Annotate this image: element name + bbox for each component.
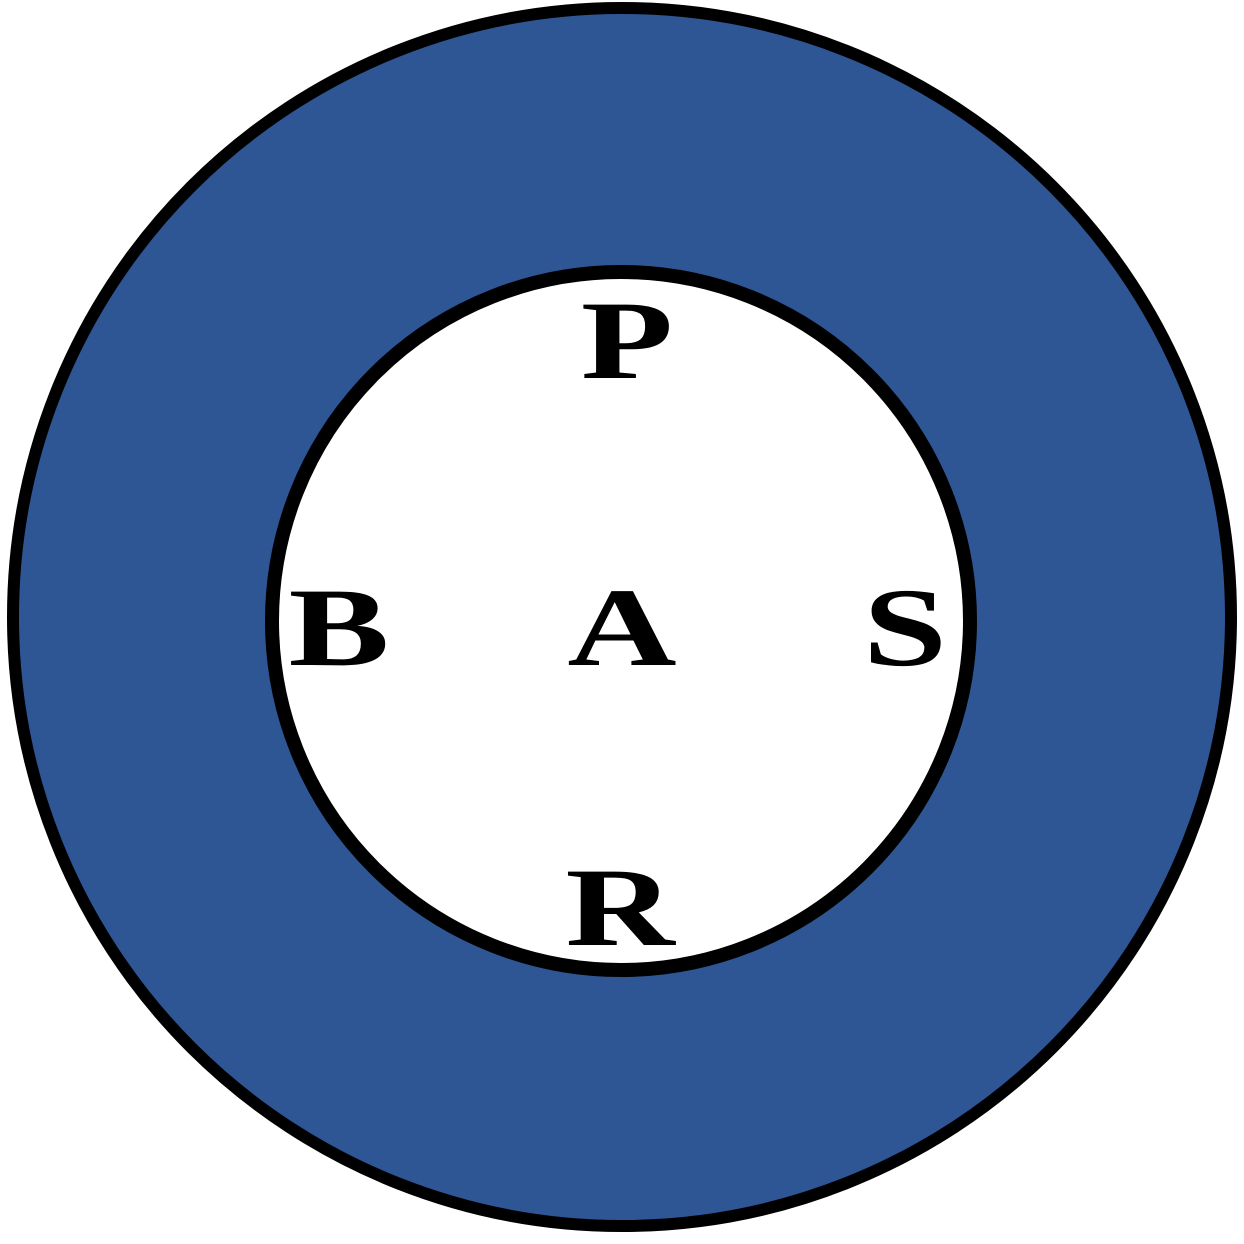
label-center: A [567,565,676,690]
inner-circle [265,265,977,977]
label-left: B [289,565,390,690]
label-right: S [863,565,947,690]
label-top: P [581,278,673,403]
label-bottom: R [565,845,676,970]
